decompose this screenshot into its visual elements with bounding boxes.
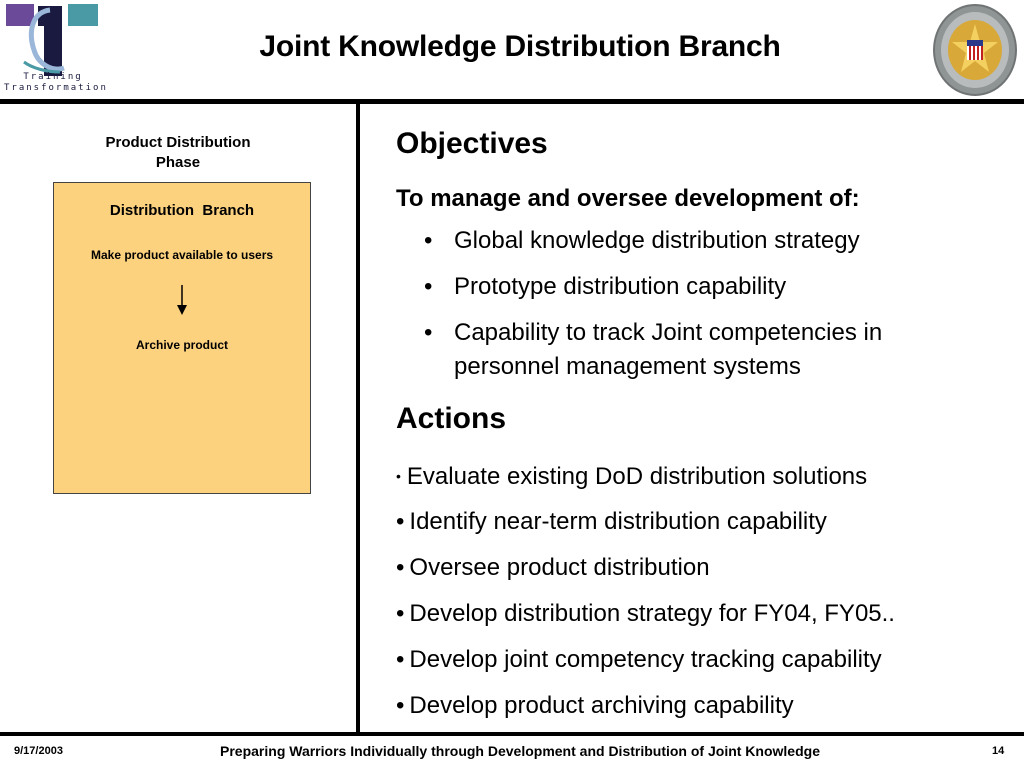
bullet: • <box>424 273 433 300</box>
action-item: •Develop product archiving capability <box>396 690 794 722</box>
objective-text: Capability to track Joint competencies i… <box>454 319 883 380</box>
action-item: •Identify near-term distribution capabil… <box>396 506 827 538</box>
logo-graphic <box>6 4 98 76</box>
bullet: • <box>396 692 405 719</box>
action-item: •Develop distribution strategy for FY04,… <box>396 598 895 630</box>
bullet: • <box>396 468 401 484</box>
vertical-divider <box>356 104 360 732</box>
step-archive: Archive product <box>135 338 228 352</box>
page-number: 14 <box>992 745 1005 757</box>
action-text: Evaluate existing DoD distribution solut… <box>406 463 868 490</box>
footer-date: 9/17/2003 <box>14 745 63 757</box>
branch-box-title: Distribution Branch <box>109 202 255 219</box>
joint-chiefs-seal-icon <box>932 2 1018 98</box>
step-make-available: Make product available to users <box>90 248 274 262</box>
action-text: Develop product archiving capability <box>409 692 794 719</box>
phase-label-line1: Product Distribution <box>105 134 251 151</box>
logo-line2: Transformation <box>4 83 108 93</box>
seal-graphic <box>933 4 1017 96</box>
slide-title: Joint Knowledge Distribution Branch <box>259 30 781 63</box>
bullet: • <box>396 554 405 581</box>
action-item: • Evaluate existing DoD distribution solu… <box>396 460 867 493</box>
objective-text: Global knowledge distribution strategy <box>454 227 860 254</box>
bullet: • <box>396 600 405 627</box>
action-item: •Oversee product distribution <box>396 552 710 584</box>
actions-heading: Actions <box>396 402 507 435</box>
action-text: Develop distribution strategy for FY04, … <box>409 600 895 627</box>
bullet: • <box>424 227 433 254</box>
action-text: Develop joint competency tracking capabi… <box>409 646 882 673</box>
phase-label: Product Distribution Phase <box>88 133 268 173</box>
action-text: Identify near-term distribution capabili… <box>409 508 827 535</box>
bullet: • <box>424 319 433 346</box>
objectives-intro: To manage and oversee development of: <box>396 185 860 212</box>
phase-label-line2: Phase <box>155 154 201 171</box>
logo-line1: Training <box>23 72 83 82</box>
objectives-heading: Objectives <box>396 127 548 160</box>
training-transformation-logo: Training Transformation <box>4 2 108 100</box>
arrow-down-icon <box>177 285 187 315</box>
footer-caption: Preparing Warriors Individually through … <box>220 743 820 759</box>
action-item: •Develop joint competency tracking capab… <box>396 644 882 676</box>
distribution-branch-box: Distribution Branch Make product availab… <box>53 182 311 494</box>
header-rule <box>0 99 1024 104</box>
footer-rule <box>0 732 1024 736</box>
objective-text: Prototype distribution capability <box>454 273 787 300</box>
bullet: • <box>396 508 405 535</box>
action-text: Oversee product distribution <box>409 554 710 581</box>
bullet: • <box>396 646 405 673</box>
